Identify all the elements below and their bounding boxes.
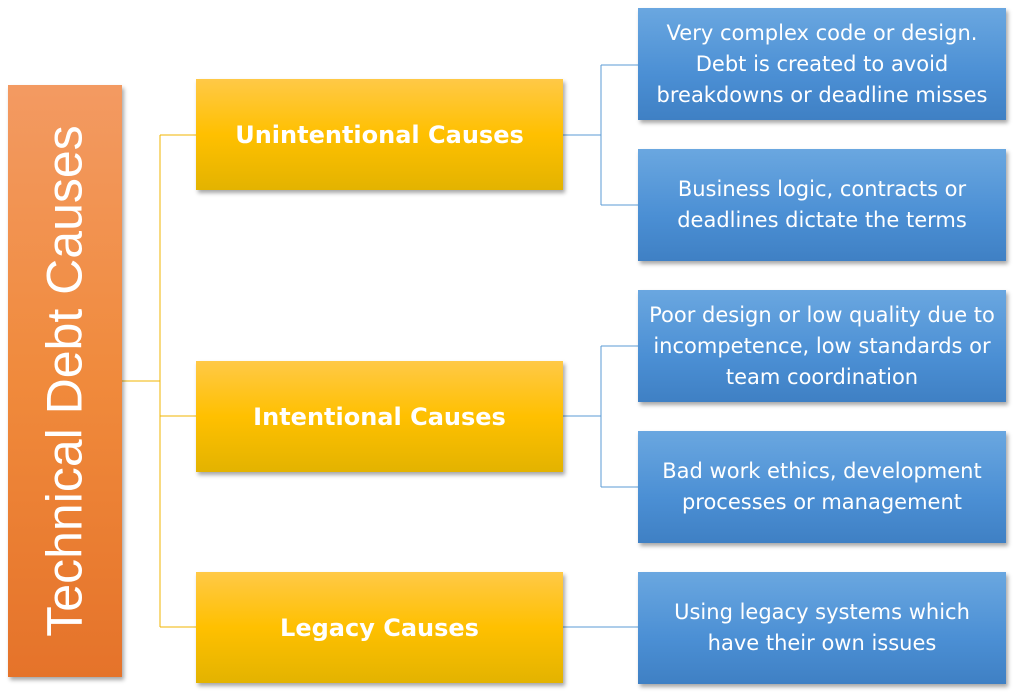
leaf-node: Poor design or low quality due to incomp… bbox=[638, 290, 1006, 402]
leaf-label: Very complex code or design. Debt is cre… bbox=[656, 20, 988, 107]
category-label: Intentional Causes bbox=[253, 402, 506, 431]
leaf-node: Very complex code or design. Debt is cre… bbox=[638, 8, 1006, 120]
category-connectors bbox=[563, 64, 638, 628]
leaf-label: Using legacy systems which have their ow… bbox=[674, 600, 970, 655]
category-label: Unintentional Causes bbox=[235, 120, 524, 149]
category-label: Legacy Causes bbox=[280, 613, 479, 642]
category-intentional: Intentional Causes bbox=[196, 361, 563, 472]
root-label: Technical Debt Causes bbox=[37, 125, 94, 637]
category-unintentional: Unintentional Causes bbox=[196, 79, 563, 190]
leaf-label: Business logic, contracts or deadlines d… bbox=[677, 177, 967, 232]
root-node: Technical Debt Causes bbox=[8, 85, 122, 677]
root-connectors bbox=[122, 134, 196, 628]
leaf-node: Bad work ethics, development processes o… bbox=[638, 431, 1006, 543]
leaf-label: Poor design or low quality due to incomp… bbox=[649, 302, 995, 389]
leaf-label: Bad work ethics, development processes o… bbox=[662, 459, 982, 514]
leaf-node: Business logic, contracts or deadlines d… bbox=[638, 149, 1006, 261]
leaf-node: Using legacy systems which have their ow… bbox=[638, 572, 1006, 684]
category-legacy: Legacy Causes bbox=[196, 572, 563, 683]
